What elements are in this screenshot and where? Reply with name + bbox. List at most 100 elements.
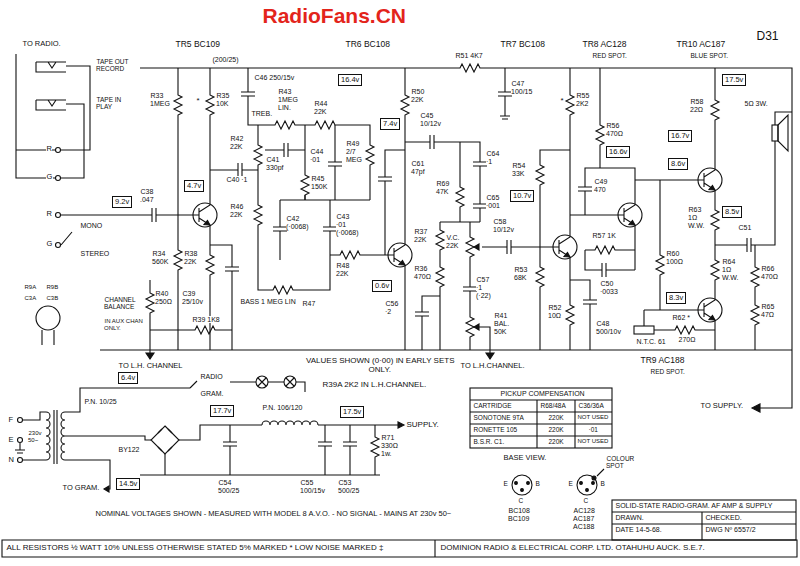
schematic-label-box: R60 100Ω xyxy=(666,250,683,266)
schematic-use xyxy=(590,263,618,277)
schematic-use xyxy=(466,232,474,262)
schematic-label: C65 ·001 xyxy=(486,194,501,209)
schematic-label: G xyxy=(46,172,53,181)
schematic-label: RONETTE 105 xyxy=(473,426,518,433)
schematic-path xyxy=(15,381,305,489)
schematic-label: 270Ω xyxy=(678,336,696,343)
schematic-circle xyxy=(18,418,23,423)
schematic-path xyxy=(248,68,405,350)
schematic-label-box: TO GRAM. xyxy=(62,484,100,493)
schematic-label: BC108 BC109 xyxy=(508,507,530,522)
schematic-label-box: R71 330Ω 1w. xyxy=(381,434,398,458)
schematic-label: R62 * xyxy=(672,314,691,321)
schematic-label-box: C51 xyxy=(738,224,752,232)
schematic-use xyxy=(140,208,168,222)
schematic-use xyxy=(401,90,409,120)
schematic-use xyxy=(547,229,577,265)
schematic-use xyxy=(751,300,759,330)
schematic-label: RED SPOT. xyxy=(650,368,685,375)
schematic-circle xyxy=(592,476,596,480)
schematic-label-box: ALL RESISTORS ½ WATT 10% UNLESS OTHERWIS… xyxy=(6,543,384,552)
schematic-label: V.C. 22K xyxy=(446,234,459,249)
schematic-label: R33 1MEG xyxy=(150,92,170,107)
schematic-label: R37 22K xyxy=(414,228,427,243)
schematic-label: R65 47Ω xyxy=(761,303,775,318)
schematic-label: CARTRIDGE xyxy=(473,402,512,409)
schematic-use xyxy=(270,121,300,129)
schematic-use xyxy=(223,430,237,458)
schematic-label: R57 1K xyxy=(592,232,616,239)
schematic-label-box: IN AUX CHAN ONLY. xyxy=(104,318,144,332)
schematic-label: VALUES SHOWN (0·00) IN EARLY SETS ONLY. xyxy=(306,356,455,374)
schematic-label: R55 2K2 xyxy=(576,92,589,107)
schematic-label: * xyxy=(196,96,200,105)
schematic-label-box: BY122 xyxy=(118,446,140,454)
schematic-label: ·01 xyxy=(588,426,598,433)
schematic-label: R43 1MEG LIN. xyxy=(278,88,298,111)
schematic-use xyxy=(146,288,154,318)
schematic-circle xyxy=(577,475,597,495)
voltage-reading: 8.3v xyxy=(669,293,683,302)
schematic-use xyxy=(578,175,592,203)
schematic-label-box: R49 2/7 MEG xyxy=(346,140,362,164)
schematic-polygon xyxy=(486,353,494,359)
schematic-label: R39A 2K2 IN L.H.CHANNEL. xyxy=(322,380,427,389)
schematic-label-box: PICKUP COMPENSATION xyxy=(500,390,585,398)
schematic-label-box: P.N. 106/120 xyxy=(262,404,303,412)
schematic-label-box: TR10 AC187 xyxy=(676,40,726,50)
schematic-label: F xyxy=(8,415,14,424)
schematic-label-box: E xyxy=(568,480,573,487)
schematic-label-box: R34 560K xyxy=(152,250,169,266)
schematic-label: STEREO xyxy=(80,250,110,257)
voltage-box: 17.5v xyxy=(340,406,364,418)
schematic-label-box: TR8 AC128 xyxy=(582,40,627,50)
schematic-use xyxy=(466,312,474,342)
schematic-label: DATE 14-5-68. xyxy=(615,526,662,533)
schematic-label: AC128 AC187 AC188 xyxy=(573,507,595,530)
schematic-label: C64 ·1 xyxy=(486,150,499,165)
schematic-label-box: STEREO xyxy=(80,250,110,258)
schematic-use xyxy=(473,192,487,220)
schematic-use xyxy=(268,286,298,294)
schematic-label: C39 25/10v xyxy=(182,290,204,305)
schematic-label: TO L.H. CHANNEL xyxy=(118,361,183,370)
schematic-label-box: E xyxy=(503,480,508,487)
schematic-use xyxy=(241,80,255,108)
schematic-rect xyxy=(634,326,654,334)
schematic-circle xyxy=(56,176,61,181)
schematic-use xyxy=(226,163,254,177)
schematic-label: E xyxy=(503,480,508,487)
schematic-use xyxy=(711,255,719,285)
schematic-label-box: CHANNEL BALANCE xyxy=(104,296,135,311)
schematic-label: TR9 AC188 xyxy=(640,355,685,365)
schematic-label-box: C44 ·01 xyxy=(310,148,323,164)
schematic-rect xyxy=(772,125,778,141)
schematic-use xyxy=(455,64,485,72)
schematic-label-box: R69 47K xyxy=(436,180,449,196)
schematic-use xyxy=(536,160,544,190)
schematic-label-box: R35 10K xyxy=(216,92,229,108)
schematic-label: CHECKED. xyxy=(705,514,742,521)
schematic-label-box: R63 1Ω W.W. xyxy=(688,206,705,230)
schematic-label: NOT USED xyxy=(577,438,609,444)
schematic-label: C49 470 xyxy=(594,178,607,193)
schematic-use xyxy=(36,62,66,72)
schematic-rect xyxy=(612,500,796,540)
schematic-label: C3B xyxy=(46,295,59,301)
schematic-label: C54 500/25 xyxy=(218,479,240,494)
schematic-path xyxy=(470,400,612,448)
schematic-label-box: C45 10/12v xyxy=(420,112,442,128)
schematic-use xyxy=(612,197,642,233)
schematic-path xyxy=(61,68,258,350)
schematic-label-box: * xyxy=(560,96,564,105)
schematic-label-box: * xyxy=(196,96,200,105)
schematic-label-box: C48 500/10v xyxy=(596,320,621,336)
schematic-use xyxy=(328,150,342,178)
schematic-path xyxy=(140,421,398,475)
schematic-label: * xyxy=(560,96,564,105)
schematic-use xyxy=(190,326,220,334)
schematic-label-box: C43 ·01 (·0068) xyxy=(336,213,359,237)
schematic-label: D31 xyxy=(756,29,779,43)
schematic-circle xyxy=(36,306,60,330)
schematic-use xyxy=(566,300,574,330)
